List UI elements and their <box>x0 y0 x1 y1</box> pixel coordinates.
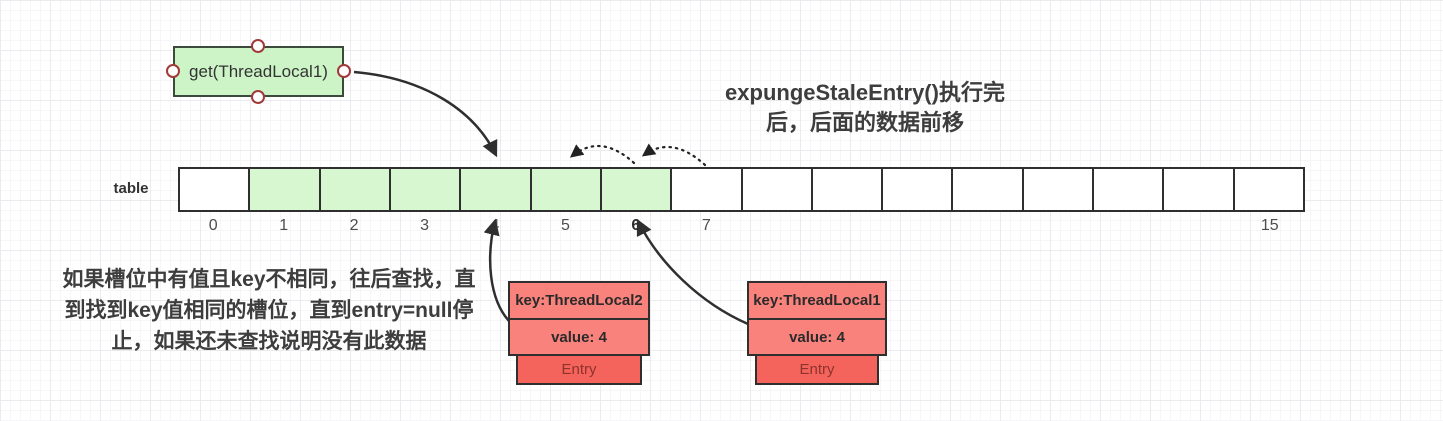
arrow-shift-7-to-6[interactable] <box>641 143 707 167</box>
lookup-note-line2: 到找到key值相同的槽位，直到entry=null停 <box>64 299 474 322</box>
get-threadlocal1-box[interactable]: get(ThreadLocal1) <box>173 46 344 97</box>
table-index-label <box>812 217 882 239</box>
table-indexes: 0 1 2 3 4 5 6 7 15 <box>178 217 1305 239</box>
table-cell[interactable] <box>1023 169 1095 210</box>
table-index-label: 0 <box>208 217 218 234</box>
diagram-title-line1: expungeStaleEntry()执行完 <box>725 80 1005 105</box>
get-box-label: get(ThreadLocal1) <box>189 61 328 81</box>
handle-bottom[interactable] <box>251 90 265 104</box>
entry-value-row[interactable]: value: 4 <box>508 318 650 356</box>
table-index-label <box>1023 217 1093 239</box>
table-index-label: 2 <box>349 217 359 234</box>
table-label: table <box>113 180 149 197</box>
entry-key-row[interactable]: key:ThreadLocal2 <box>508 281 650 318</box>
table-index-label: 1 <box>279 217 289 234</box>
entry-value-row[interactable]: value: 4 <box>747 318 887 356</box>
lookup-note: 如果槽位中有值且key不相同，往后查找，直 到找到key值相同的槽位，直到ent… <box>38 264 500 357</box>
diagram-title-line2: 后，后面的数据前移 <box>765 110 964 135</box>
table-cell[interactable] <box>601 169 673 210</box>
lookup-note-line3: 止，如果还未查找说明没有此数据 <box>111 330 427 353</box>
diagram-title: expungeStaleEntry()执行完 后，后面的数据前移 <box>700 78 1030 138</box>
table-index-label <box>953 217 1023 239</box>
table-index-label: 6 <box>631 217 641 234</box>
table-cell[interactable] <box>180 169 251 210</box>
entry-key-row[interactable]: key:ThreadLocal1 <box>747 281 887 318</box>
table-cell[interactable] <box>953 169 1024 210</box>
table-cell[interactable] <box>1164 169 1235 210</box>
table-cell[interactable] <box>390 169 462 210</box>
lookup-note-line1: 如果槽位中有值且key不相同，往后查找，直 <box>62 268 476 291</box>
table-index-label: 4 <box>490 217 500 234</box>
table-cell[interactable] <box>1234 169 1303 210</box>
handle-top[interactable] <box>251 39 265 53</box>
entry-box-threadlocal2[interactable]: key:ThreadLocal2 value: 4 Entry <box>508 281 650 385</box>
table-cell[interactable] <box>531 169 602 210</box>
table-index-label <box>742 217 812 239</box>
table-index-label: 7 <box>701 217 711 234</box>
table-cell[interactable] <box>672 169 743 210</box>
arrow-get-to-slot4[interactable] <box>353 70 498 158</box>
handle-right[interactable] <box>337 64 351 78</box>
arrow-shift-6-to-5[interactable] <box>569 144 636 165</box>
entry-type-row[interactable]: Entry <box>516 356 642 385</box>
entry-type-row[interactable]: Entry <box>755 356 879 385</box>
table-cell[interactable] <box>1094 169 1165 210</box>
table-index-label <box>1094 217 1164 239</box>
table-cell[interactable] <box>883 169 954 210</box>
table-cell[interactable] <box>250 169 321 210</box>
table-index-label: 5 <box>560 217 570 234</box>
table-index-label: 3 <box>420 217 429 234</box>
entry-box-threadlocal1[interactable]: key:ThreadLocal1 value: 4 Entry <box>747 281 887 385</box>
table-cells <box>178 167 1305 212</box>
table-cell[interactable] <box>320 169 391 210</box>
table-index-label <box>1164 217 1234 239</box>
table-index-label: 15 <box>1260 217 1279 234</box>
handle-left[interactable] <box>166 64 180 78</box>
table-index-label <box>882 217 952 239</box>
table-cell[interactable] <box>742 169 813 210</box>
table-cell[interactable] <box>812 169 884 210</box>
table-cell[interactable] <box>461 169 532 210</box>
